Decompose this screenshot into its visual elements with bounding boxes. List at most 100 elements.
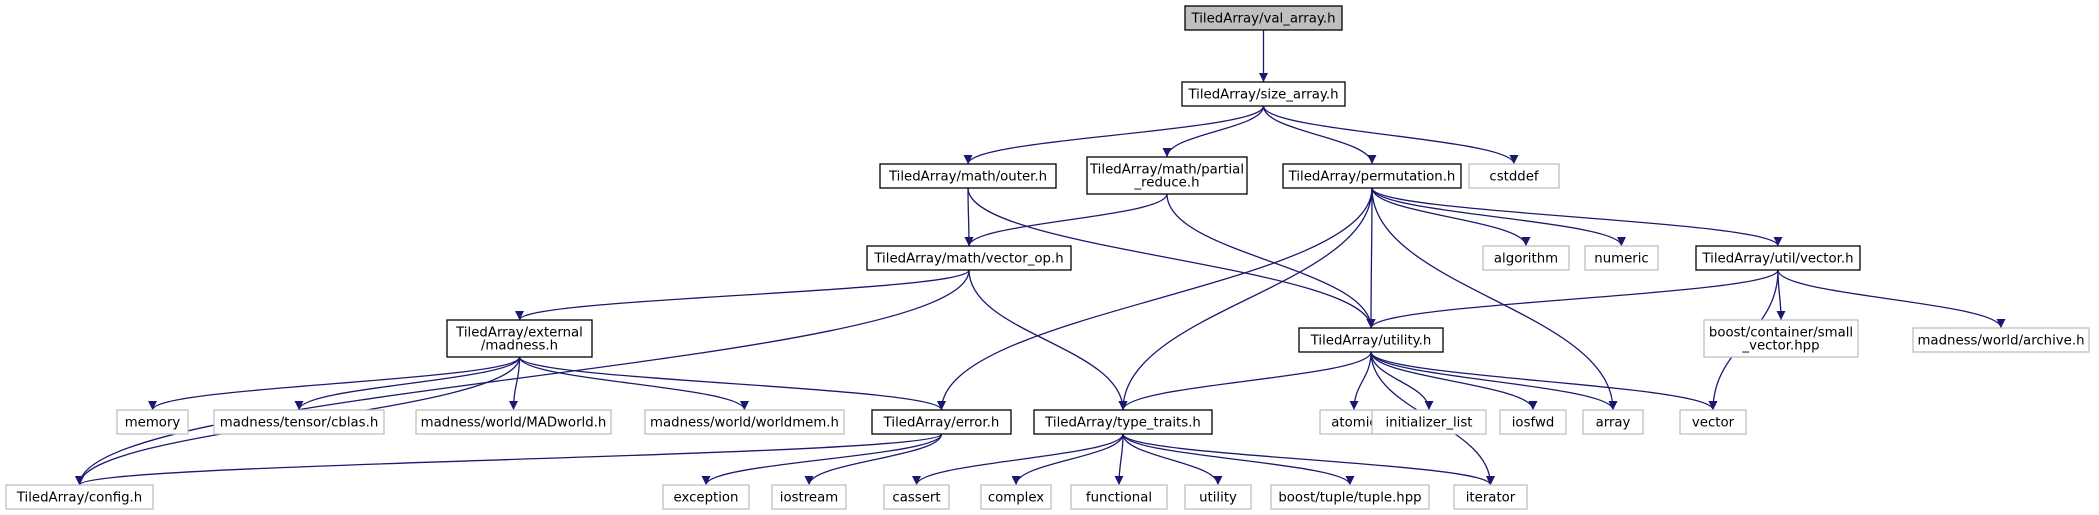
node-array: array bbox=[1582, 409, 1644, 435]
node-label: vector bbox=[1692, 416, 1735, 431]
node-utility[interactable]: TiledArray/utility.h bbox=[1298, 327, 1444, 353]
node-label: complex bbox=[988, 491, 1044, 506]
node-box bbox=[1703, 319, 1859, 358]
node-label: TiledArray/utility.h bbox=[1310, 334, 1432, 349]
edge-ext_madness-to-worldmem bbox=[518, 356, 749, 411]
node-box bbox=[1453, 484, 1528, 510]
node-label: TiledArray/error.h bbox=[883, 416, 1000, 431]
node-box bbox=[1033, 409, 1213, 435]
node-box bbox=[213, 409, 385, 435]
node-val-array[interactable]: TiledArray/val_array.h bbox=[1184, 5, 1343, 31]
node-box bbox=[1086, 156, 1248, 195]
edge-ext_madness-to-error bbox=[518, 356, 946, 411]
node-cstddef: cstddef bbox=[1468, 163, 1560, 189]
edge-ext_madness-to-memory bbox=[148, 356, 521, 411]
node-box bbox=[1695, 245, 1861, 271]
node-box bbox=[771, 484, 847, 510]
edge-utility-to-vector bbox=[1370, 351, 1718, 411]
node-box bbox=[883, 484, 950, 510]
node-vector: vector bbox=[1679, 409, 1747, 435]
node-cblas: madness/tensor/cblas.h bbox=[213, 409, 385, 435]
dependency-edges bbox=[75, 30, 2006, 486]
node-algorithm: algorithm bbox=[1482, 245, 1570, 271]
node-cassert: cassert bbox=[883, 484, 950, 510]
node-label: TiledArray/math/partial bbox=[1089, 163, 1244, 178]
node-label: utility bbox=[1199, 491, 1237, 506]
node-error[interactable]: TiledArray/error.h bbox=[871, 409, 1012, 435]
node-label: iostream bbox=[780, 491, 838, 506]
node-type-traits[interactable]: TiledArray/type_traits.h bbox=[1033, 409, 1213, 435]
edge-partial_reduce-to-vector_op bbox=[964, 193, 1168, 247]
node-tuple: boost/tuple/tuple.hpp bbox=[1270, 484, 1430, 510]
node-outer[interactable]: TiledArray/math/outer.h bbox=[879, 163, 1057, 189]
node-label: _vector.hpp bbox=[1741, 339, 1819, 354]
node-label: madness/world/worldmem.h bbox=[650, 416, 839, 431]
node-label: exception bbox=[674, 491, 739, 506]
node-box bbox=[1482, 245, 1570, 271]
node-vector-op[interactable]: TiledArray/math/vector_op.h bbox=[866, 245, 1072, 271]
node-label: memory bbox=[125, 416, 181, 431]
node-box bbox=[5, 484, 154, 510]
node-label: TiledArray/config.h bbox=[16, 491, 142, 506]
node-label: algorithm bbox=[1494, 252, 1558, 267]
node-numeric: numeric bbox=[1584, 245, 1659, 271]
node-size-array[interactable]: TiledArray/size_array.h bbox=[1181, 81, 1346, 107]
node-box bbox=[1298, 327, 1444, 353]
node-box bbox=[116, 409, 189, 435]
edge-utility-to-atomic bbox=[1349, 351, 1372, 411]
edge-type_traits-to-utility_std bbox=[1122, 433, 1223, 486]
edge-size_array-to-partial_reduce bbox=[1162, 105, 1265, 158]
node-box bbox=[1270, 484, 1430, 510]
node-config: TiledArray/config.h bbox=[5, 484, 154, 510]
node-label: TiledArray/math/outer.h bbox=[888, 170, 1047, 185]
edge-util_vector-to-utility bbox=[1366, 269, 1779, 329]
node-label: TiledArray/val_array.h bbox=[1191, 12, 1336, 27]
node-initializer-list: initializer_list bbox=[1371, 409, 1487, 435]
graph-nodes: TiledArray/val_array.hTiledArray/size_ar… bbox=[5, 5, 2090, 510]
node-label: TiledArray/type_traits.h bbox=[1044, 416, 1201, 431]
node-box bbox=[980, 484, 1052, 510]
node-box bbox=[1912, 327, 2090, 353]
edge-size_array-to-outer bbox=[963, 105, 1265, 165]
node-label: madness/world/archive.h bbox=[1917, 334, 2084, 349]
node-functional: functional bbox=[1070, 484, 1168, 510]
edge-permutation-to-error bbox=[937, 187, 1373, 411]
edge-ext_madness-to-cblas bbox=[294, 356, 521, 411]
edge-type_traits-to-complex bbox=[1011, 433, 1124, 486]
node-box bbox=[1679, 409, 1747, 435]
node-box bbox=[866, 245, 1072, 271]
node-memory: memory bbox=[116, 409, 189, 435]
node-label: atomic bbox=[1331, 416, 1376, 431]
node-ext-madness[interactable]: TiledArray/external/madness.h bbox=[446, 319, 593, 358]
node-label: initializer_list bbox=[1385, 416, 1472, 431]
edge-util_vector-to-archive bbox=[1777, 269, 2006, 329]
node-box bbox=[1499, 409, 1567, 435]
node-worldmem: madness/world/worldmem.h bbox=[644, 409, 845, 435]
node-iostream: iostream bbox=[771, 484, 847, 510]
node-label: boost/tuple/tuple.hpp bbox=[1278, 491, 1421, 506]
node-permutation[interactable]: TiledArray/permutation.h bbox=[1282, 163, 1462, 189]
edge-ext_madness-to-madworld bbox=[509, 356, 521, 411]
node-box bbox=[1371, 409, 1487, 435]
node-label: /madness.h bbox=[481, 339, 558, 354]
node-partial-reduce[interactable]: TiledArray/math/partial_reduce.h bbox=[1086, 156, 1248, 195]
edge-type_traits-to-tuple bbox=[1122, 433, 1355, 486]
node-utility-std: utility bbox=[1184, 484, 1252, 510]
node-label: TiledArray/math/vector_op.h bbox=[873, 252, 1063, 267]
node-label: functional bbox=[1086, 491, 1152, 506]
edge-util_vector-to-small_vector bbox=[1776, 269, 1786, 321]
edge-utility-to-initializer_list bbox=[1370, 351, 1434, 411]
node-label: TiledArray/size_array.h bbox=[1187, 88, 1338, 103]
node-util-vector[interactable]: TiledArray/util/vector.h bbox=[1695, 245, 1861, 271]
node-label: cstddef bbox=[1489, 170, 1539, 185]
node-label: numeric bbox=[1594, 252, 1648, 267]
edge-type_traits-to-functional bbox=[1114, 433, 1124, 486]
node-box bbox=[1468, 163, 1560, 189]
edge-utility-to-type_traits bbox=[1118, 351, 1372, 411]
edge-type_traits-to-cassert bbox=[912, 433, 1124, 486]
edge-vector_op-to-config bbox=[75, 269, 970, 486]
node-archive: madness/world/archive.h bbox=[1912, 327, 2090, 353]
node-box bbox=[1582, 409, 1644, 435]
node-label: TiledArray/util/vector.h bbox=[1701, 252, 1853, 267]
